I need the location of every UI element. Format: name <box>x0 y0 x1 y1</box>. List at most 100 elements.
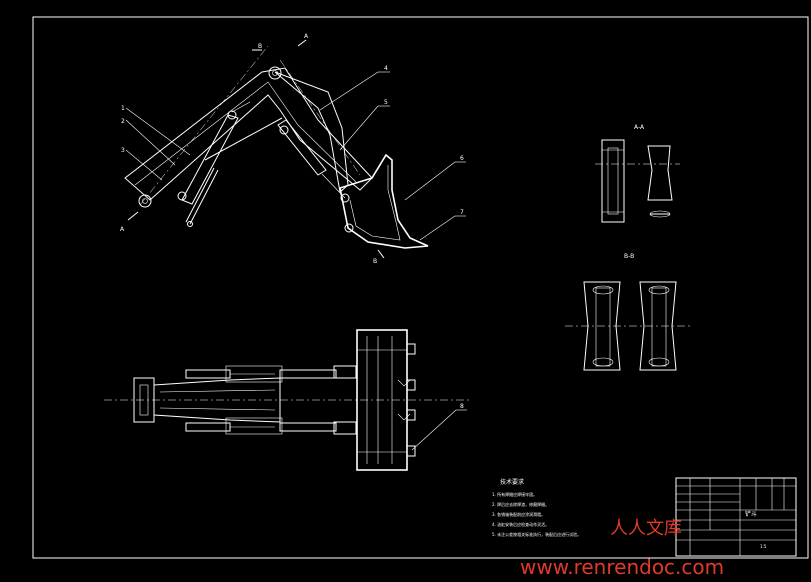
section-bb: B-B <box>565 253 690 371</box>
side-view: A A B B 1 2 3 4 5 6 7 <box>120 33 466 265</box>
section-bb-right-cap-top <box>648 285 670 295</box>
strut-b <box>189 169 219 225</box>
section-bb-right-cap-bot <box>648 357 670 367</box>
drawing-border <box>32 16 809 559</box>
lift-cylinder-rod <box>231 101 251 113</box>
section-aa-right-pin-head <box>649 210 671 218</box>
balloon-8: 8 <box>460 403 464 410</box>
section-bb-left-cap-bot <box>592 357 614 367</box>
boom-beam <box>153 377 281 423</box>
balloon-6: 6 <box>460 155 464 162</box>
tilt-cylinder <box>277 119 327 176</box>
link-bar-upper <box>279 369 337 379</box>
balloon-3: 3 <box>121 147 125 154</box>
arrow-a-upper <box>297 39 307 47</box>
bucket-tooth-4 <box>406 445 416 457</box>
pin-boom-top-inner <box>272 70 278 76</box>
pin-boom-top <box>268 66 282 80</box>
link-frame-upper <box>225 365 283 383</box>
label-arrow-b-upper: B <box>258 43 262 50</box>
bucket-tooth-3 <box>406 409 416 421</box>
title-block-frame <box>675 477 797 557</box>
watermark-url: www.renrendoc.com <box>520 555 724 579</box>
section-aa-left-bore <box>607 147 619 215</box>
bucket-inner <box>349 165 401 241</box>
leader-5 <box>339 105 379 151</box>
bucket-notch-2 <box>397 413 411 421</box>
section-bb-right-bore <box>651 287 667 367</box>
section-aa-title: A-A <box>634 124 645 131</box>
watermark: 人人文库 www.renrendoc.com <box>520 518 724 579</box>
bucket-tooth-2 <box>406 379 416 391</box>
top-cylinder-lower <box>185 422 231 432</box>
pin-cyl-top <box>227 110 237 120</box>
bucket-notch-1 <box>397 379 411 387</box>
title-block: 铲斗 1:5 <box>675 477 797 557</box>
arrow-b-lower <box>377 249 385 259</box>
boom-beam-inner-bot <box>159 407 276 411</box>
watermark-brand: 人人文库 <box>610 518 682 539</box>
bucket-outline <box>339 153 429 249</box>
centerline-link <box>279 59 361 176</box>
notes-line-4: 4. 油缸安装后应检查动作灵活。 <box>492 521 549 527</box>
notes-title: 技术要求 <box>500 478 524 486</box>
bucket-tooth-1 <box>406 343 416 355</box>
balloon-4: 4 <box>384 65 388 72</box>
section-bb-left-cap-top <box>592 285 614 295</box>
section-aa: A-A <box>595 124 680 223</box>
pin-link-mid <box>279 125 289 135</box>
section-aa-left-body <box>601 139 625 223</box>
pin-bucket-lower <box>344 223 354 233</box>
section-bb-left-bore <box>595 287 611 367</box>
leader-4 <box>319 71 379 111</box>
bucket-lug-lower <box>333 421 357 435</box>
strut-a <box>185 167 215 223</box>
notes-line-3: 3. 各销轴装配前应涂润滑脂。 <box>492 511 545 517</box>
boom-beam-inner-top <box>159 389 276 393</box>
label-arrow-a-upper: A <box>304 33 309 40</box>
leader-2 <box>125 119 176 166</box>
section-bb-title: B-B <box>624 253 634 260</box>
label-arrow-b-lower: B <box>373 258 377 265</box>
balloon-5: 5 <box>384 99 388 106</box>
lift-cylinder <box>181 114 239 205</box>
pin-bucket-upper <box>340 193 350 203</box>
technical-notes: 技术要求 1. 所有焊缝应焊接牢固。 2. 焊后应去除焊渣，修磨焊缝。 3. 各… <box>492 478 581 537</box>
balloon-7: 7 <box>460 209 464 216</box>
leader-6 <box>404 161 456 201</box>
arrow-a-lower <box>127 211 139 221</box>
section-aa-right-body <box>647 145 673 201</box>
rear-link <box>274 71 349 193</box>
balloon-1: 1 <box>121 105 125 112</box>
notes-line-2: 2. 焊后应去除焊渣，修磨焊缝。 <box>492 501 549 507</box>
pin-boom-base-inner <box>142 198 148 204</box>
pin-strut <box>187 221 193 227</box>
label-arrow-a-lower: A <box>120 226 125 233</box>
leader-1 <box>125 107 191 156</box>
link-bar-lower <box>279 422 337 432</box>
leader-7 <box>419 215 456 241</box>
tb-drawing-name: 铲斗 <box>745 510 757 518</box>
bucket-lug-upper <box>333 365 357 379</box>
leader-8 <box>411 409 457 451</box>
centerline-boom <box>139 45 269 206</box>
notes-line-1: 1. 所有焊缝应焊接牢固。 <box>492 491 537 497</box>
balloon-2: 2 <box>121 118 125 125</box>
link-frame-lower <box>225 417 283 435</box>
section-bb-right-body <box>639 281 677 371</box>
bucket-top-view <box>356 329 408 471</box>
boom-outline <box>124 67 373 201</box>
strut-c <box>204 117 283 161</box>
pin-boom-base <box>138 194 152 208</box>
tb-scale: 1:5 <box>760 544 767 549</box>
top-view: 8 <box>104 329 470 471</box>
section-bb-left-body <box>583 281 621 371</box>
pin-cyl-base <box>177 191 187 201</box>
notes-line-5: 5. 未注公差按相关标准执行，装配后应进行试验。 <box>492 531 581 537</box>
boom-inner-line <box>134 81 357 186</box>
rear-hinge-inner <box>139 384 149 416</box>
top-cylinder-upper <box>185 369 231 379</box>
leader-3 <box>125 149 163 181</box>
